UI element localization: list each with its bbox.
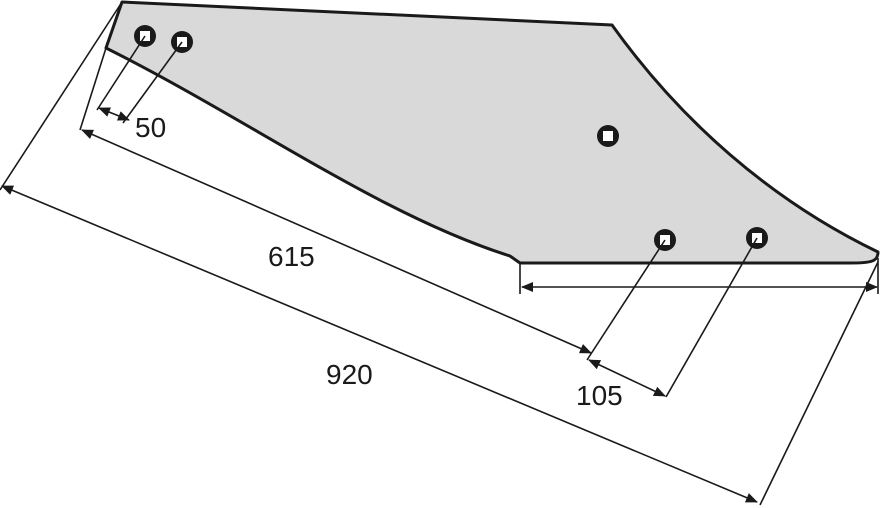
dim-label-50: 50 [135,112,166,143]
dim-label-615: 615 [268,241,315,272]
dim-line-920 [1,185,758,503]
part-outline [104,0,880,265]
dim-label-920: 920 [326,359,373,390]
bolt-hole-3 [597,125,619,147]
dim-label-105: 105 [576,380,623,411]
dim-line-50 [98,107,130,121]
dim-line-105 [588,359,666,397]
